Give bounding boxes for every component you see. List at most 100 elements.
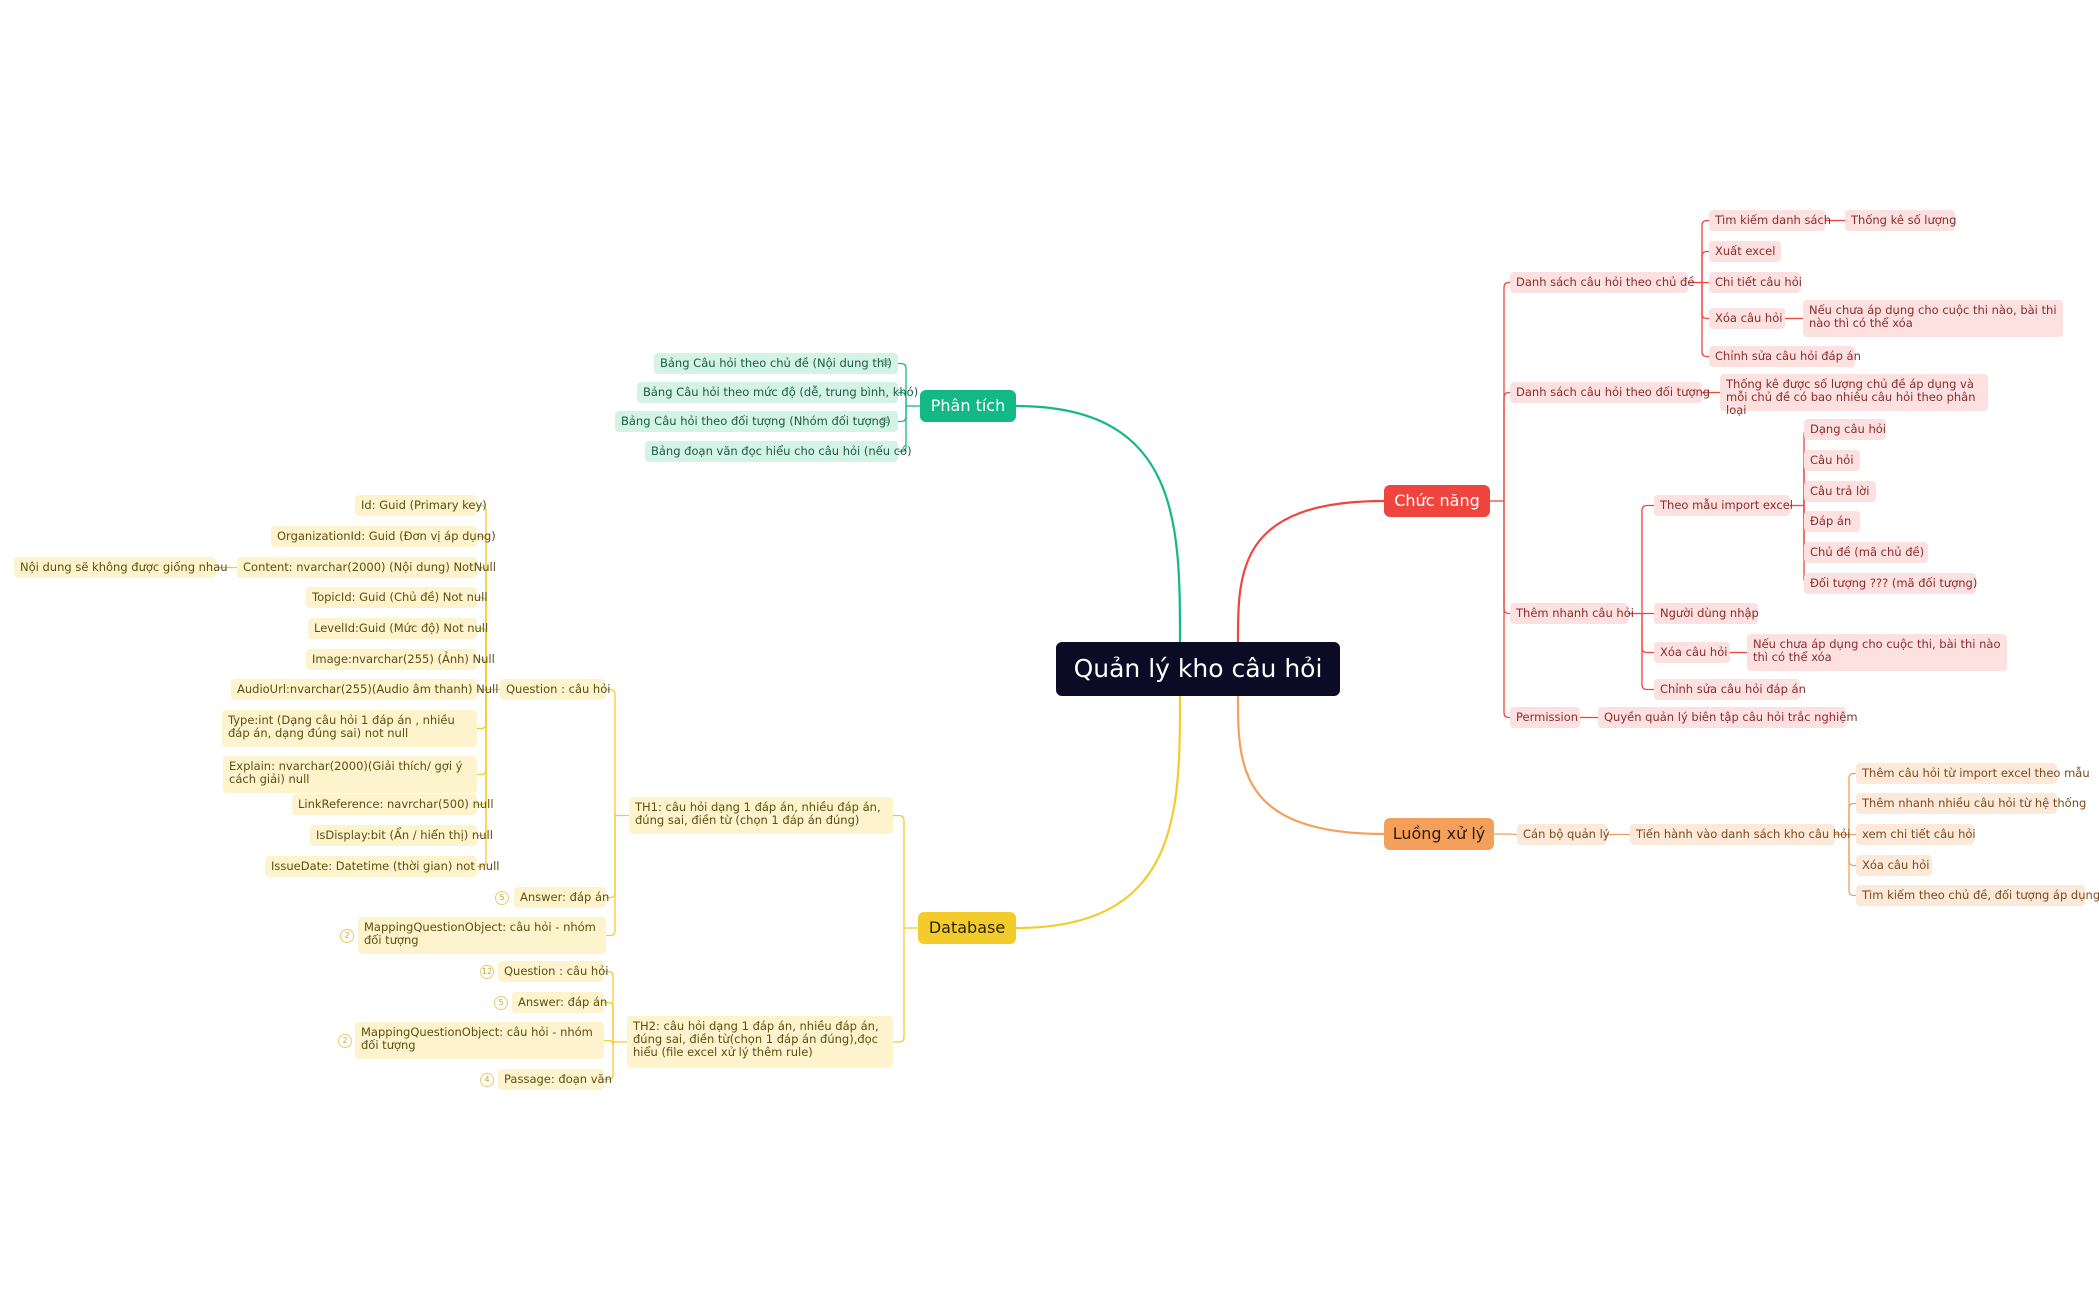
branch-phan-tich[interactable]: Phân tích <box>920 390 1016 422</box>
xuat-excel[interactable]: Xuất excel <box>1709 241 1781 262</box>
xoa-cau-hoi[interactable]: Xóa câu hỏi <box>1709 308 1785 329</box>
th2-mapping-count-badge[interactable]: 2 <box>338 1034 352 1048</box>
connector <box>477 596 487 690</box>
field-link-reference[interactable]: LinkReference: navrchar(500) null <box>292 794 494 815</box>
can-bo-quan-ly[interactable]: Cán bộ quản lý <box>1517 824 1610 845</box>
field-explain[interactable]: Explain: nvarchar(2000)(Giải thích/ gợi … <box>223 756 477 793</box>
connector <box>604 1001 614 1042</box>
field-content[interactable]: Content: nvarchar(2000) (Nội dung) NotNu… <box>237 557 496 578</box>
connector <box>893 814 905 928</box>
nguoi-dung-nhap[interactable]: Người dùng nhập <box>1654 603 1759 624</box>
connector <box>1641 504 1654 614</box>
branch-luong-xu-ly[interactable]: Luồng xử lý <box>1384 818 1494 850</box>
field-audio-url[interactable]: AudioUrl:nvarchar(255)(Audio âm thanh) N… <box>231 679 498 700</box>
theo-mau-import-excel[interactable]: Theo mẫu import excel <box>1654 495 1793 516</box>
th2-mapping[interactable]: MappingQuestionObject: câu hỏi - nhóm đố… <box>355 1022 604 1059</box>
them-nhanh-cau-hoi[interactable]: Thêm nhanh câu hỏi <box>1510 603 1634 624</box>
phan-tich-item-muc-do[interactable]: Bảng Câu hỏi theo mức độ (dễ, trung bình… <box>637 382 918 403</box>
connector <box>477 658 487 690</box>
th2-answer[interactable]: Answer: đáp án <box>512 992 607 1013</box>
th1-case[interactable]: TH1: câu hỏi dạng 1 đáp án, nhiều đáp án… <box>629 797 893 834</box>
th2-passage-count-badge[interactable]: 4 <box>480 1073 494 1087</box>
phan-tich-item-chu-de[interactable]: Bảng Câu hỏi theo chủ đề (Nội dung thi) <box>654 353 898 374</box>
phan-tich-item-doan-van[interactable]: Bảng đoạn văn đọc hiểu cho câu hỏi (nếu … <box>645 441 912 462</box>
field-image[interactable]: Image:nvarchar(255) (Ảnh) Null <box>306 649 495 670</box>
them-nhanh-chinh-sua[interactable]: Chỉnh sửa câu hỏi đáp án <box>1654 679 1806 700</box>
branch-chuc-nang[interactable]: Chức năng <box>1384 485 1490 517</box>
content-note[interactable]: Nội dung sẽ không được giống nhau <box>14 557 228 578</box>
mau-cau-tra-loi[interactable]: Câu trả lời <box>1804 481 1876 502</box>
mau-dang-cau-hoi[interactable]: Dạng câu hỏi <box>1804 419 1886 440</box>
mau-doi-tuong[interactable]: Đối tượng ??? (mã đối tượng) <box>1804 573 1977 594</box>
thong-ke-so-luong[interactable]: Thống kê số lượng <box>1845 210 1956 231</box>
connector <box>604 970 614 1042</box>
tien-hanh-vao-danh-sach[interactable]: Tiến hành vào danh sách kho câu hỏi <box>1630 824 1850 845</box>
luong-tim-kiem[interactable]: Tìm kiếm theo chủ đề, đối tượng áp dụng <box>1856 885 2099 906</box>
th1-answer[interactable]: Answer: đáp án <box>514 887 609 908</box>
mau-cau-hoi[interactable]: Câu hỏi <box>1804 450 1860 471</box>
field-organization-id[interactable]: OrganizationId: Guid (Đơn vị áp dụng) <box>271 526 496 547</box>
connector <box>1503 501 1510 719</box>
connector <box>1236 695 1385 836</box>
connector <box>606 688 616 816</box>
connector <box>1015 404 1182 643</box>
connector <box>1848 802 1856 835</box>
field-issue-date[interactable]: IssueDate: Datetime (thời gian) not null <box>265 856 499 877</box>
connector <box>477 689 487 776</box>
th2-question[interactable]: Question : câu hỏi <box>498 961 608 982</box>
th2-case[interactable]: TH2: câu hỏi dạng 1 đáp án, nhiều đáp án… <box>627 1016 893 1068</box>
connector <box>898 406 907 423</box>
luong-them-import[interactable]: Thêm câu hỏi từ import excel theo mẫu <box>1856 763 2090 784</box>
luong-them-nhanh[interactable]: Thêm nhanh nhiều câu hỏi từ hệ thống <box>1856 793 2086 814</box>
field-type[interactable]: Type:int (Dạng câu hỏi 1 đáp án , nhiều … <box>222 710 477 747</box>
connector <box>898 406 907 453</box>
ds-chu-de[interactable]: Danh sách câu hỏi theo chủ đề <box>1510 272 1694 293</box>
luong-xoa-cau-hoi[interactable]: Xóa câu hỏi <box>1856 855 1932 876</box>
mau-chu-de[interactable]: Chủ đề (mã chủ đề) <box>1804 542 1928 563</box>
connector <box>1701 282 1709 320</box>
th1-mapping-count-badge[interactable]: 2 <box>340 929 354 943</box>
th2-answer-count-badge[interactable]: 5 <box>494 996 508 1010</box>
th1-answer-count-badge[interactable]: 5 <box>495 891 509 905</box>
mau-dap-an[interactable]: Đáp án <box>1804 511 1860 532</box>
connector <box>1848 834 1856 897</box>
th2-passage[interactable]: Passage: đoạn văn <box>498 1069 612 1090</box>
chinh-sua-cau-hoi[interactable]: Chỉnh sửa câu hỏi đáp án <box>1709 346 1861 367</box>
tim-kiem-danh-sach[interactable]: Tìm kiếm danh sách <box>1709 210 1831 231</box>
connector <box>1015 695 1182 930</box>
connector <box>898 362 907 406</box>
th1-mapping[interactable]: MappingQuestionObject: câu hỏi - nhóm đố… <box>358 917 606 954</box>
luong-xem-chi-tiet[interactable]: xem chi tiết câu hỏi <box>1856 824 1976 845</box>
ds-doi-tuong[interactable]: Danh sách câu hỏi theo đối tượng <box>1510 382 1710 403</box>
connector <box>1701 282 1709 358</box>
field-id[interactable]: Id: Guid (Primary key) <box>355 495 487 516</box>
chi-tiet-cau-hoi[interactable]: Chi tiết câu hỏi <box>1709 272 1802 293</box>
field-level-id[interactable]: LevelId:Guid (Mức độ) Not null <box>308 618 488 639</box>
connector <box>893 928 905 1043</box>
them-nhanh-xoa-note[interactable]: Nếu chưa áp dụng cho cuộc thi, bài thi n… <box>1747 634 2007 671</box>
connector <box>1848 772 1856 835</box>
connector <box>477 689 487 837</box>
permission[interactable]: Permission <box>1510 707 1580 728</box>
th1-question[interactable]: Question : câu hỏi <box>500 679 610 700</box>
ds-doi-tuong-note[interactable]: Thống kê được số lượng chủ đề áp dụng và… <box>1720 374 1988 417</box>
phan-tich-item-doi-tuong[interactable]: Bảng Câu hỏi theo đối tượng (Nhóm đối tư… <box>615 411 898 432</box>
connector <box>477 566 487 690</box>
th2-question-count-badge[interactable]: 12 <box>480 965 494 979</box>
connector <box>1503 281 1510 501</box>
field-is-display[interactable]: IsDisplay:bit (Ẩn / hiển thị) null <box>310 825 493 846</box>
root-node[interactable]: Quản lý kho câu hỏi <box>1056 642 1340 696</box>
connector <box>477 535 487 690</box>
connector <box>1701 250 1709 283</box>
branch-database[interactable]: Database <box>918 912 1016 944</box>
them-nhanh-xoa-cau-hoi[interactable]: Xóa câu hỏi <box>1654 642 1730 663</box>
connector <box>1641 613 1654 654</box>
note-icon[interactable]: ≡ <box>880 413 891 427</box>
connector <box>1701 219 1709 283</box>
xoa-cau-hoi-note[interactable]: Nếu chưa áp dụng cho cuộc thi nào, bài t… <box>1803 300 2063 337</box>
connector <box>606 815 616 899</box>
note-icon[interactable]: ≡ <box>880 355 891 369</box>
quyen-bien-tap[interactable]: Quyền quản lý biên tập câu hỏi trắc nghi… <box>1598 707 1858 728</box>
field-topic-id[interactable]: TopicId: Guid (Chủ đề) Not null <box>306 587 488 608</box>
